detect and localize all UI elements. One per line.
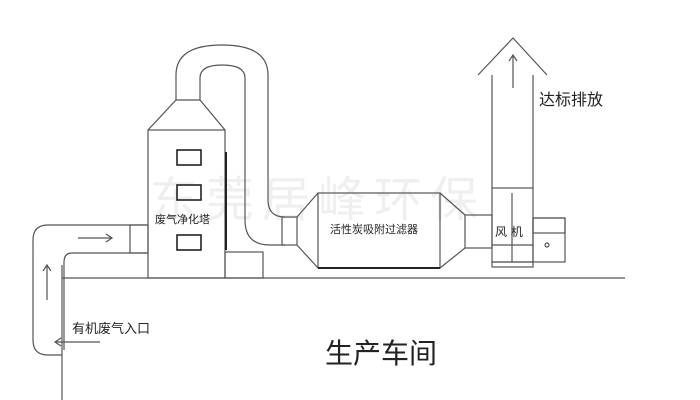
fan-label: 风 机 xyxy=(495,225,523,239)
fan-motor xyxy=(532,217,566,263)
tower-window xyxy=(176,149,202,166)
tower-window xyxy=(176,234,202,251)
filter-inlet-cone xyxy=(296,192,319,269)
filter-outlet-flange xyxy=(464,214,493,249)
inlet-duct xyxy=(32,224,148,356)
inlet-flange xyxy=(129,224,149,254)
filter-inlet-flange xyxy=(281,216,298,246)
workshop-title: 生产车间 xyxy=(325,337,438,370)
tower-hood xyxy=(147,99,226,131)
connecting-duct xyxy=(175,44,286,246)
purification-tower xyxy=(147,129,226,279)
tower-window xyxy=(176,184,202,201)
filter-outlet-cone xyxy=(439,192,466,269)
tower-label: 废气净化塔 xyxy=(155,213,210,226)
flow-arrows xyxy=(42,53,518,347)
inlet-label: 有机废气入口 xyxy=(72,322,151,337)
watermark: 东莞居峰环保 xyxy=(150,172,487,228)
tower-base xyxy=(224,251,264,279)
exhaust-label: 达标排放 xyxy=(539,90,604,109)
exhaust-stack xyxy=(477,37,548,188)
filter-label: 活性炭吸附过滤器 xyxy=(330,223,418,236)
